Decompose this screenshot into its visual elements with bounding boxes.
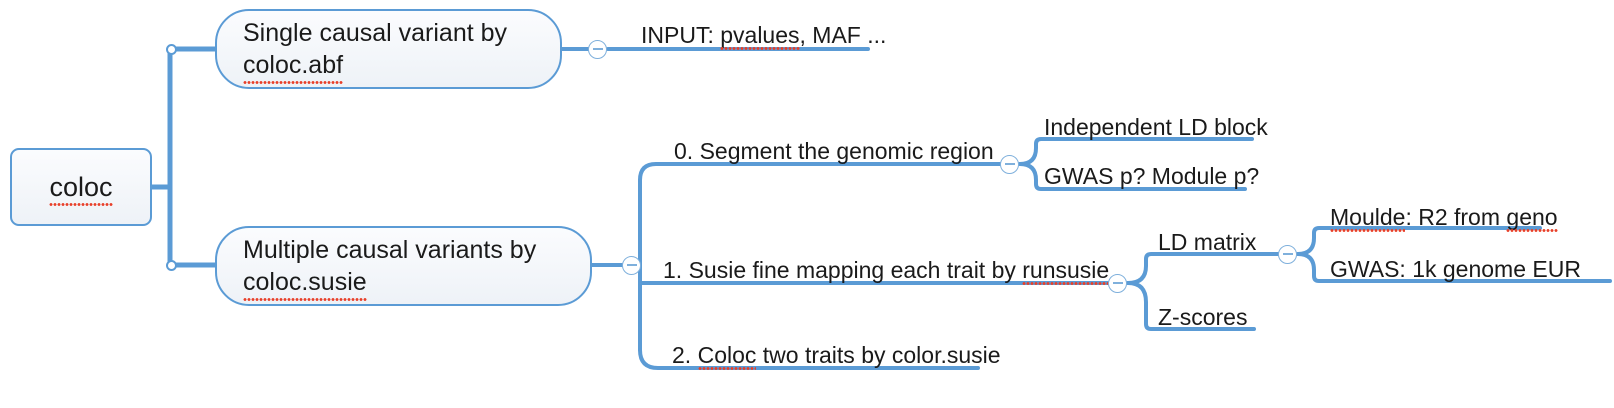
leaf-ld-matrix[interactable]: LD matrix xyxy=(1158,229,1257,255)
leaf-coloc-two-traits-prefix: 2. xyxy=(672,342,698,368)
collapse-toggle-susie-fine-mapping[interactable] xyxy=(1108,273,1127,293)
leaf-z-scores[interactable]: Z-scores xyxy=(1158,304,1248,330)
node-multiple-causal-variants[interactable]: Multiple causal variants by coloc.susie xyxy=(215,226,592,306)
branch-dot-coloc-abf xyxy=(166,43,177,55)
collapse-toggle-ld-matrix[interactable] xyxy=(1278,244,1297,264)
collapse-toggle-coloc-abf[interactable] xyxy=(588,39,607,59)
leaf-coloc-term: Coloc xyxy=(697,342,757,370)
leaf-susie-fine-mapping-term: runsusie xyxy=(1022,257,1110,285)
leaf-moulde-term: Moulde xyxy=(1330,204,1406,232)
leaf-moulde-r2-from-geno[interactable]: Moulde: R2 from geno xyxy=(1330,204,1558,232)
leaf-susie-fine-mapping[interactable]: 1. Susie fine mapping each trait by runs… xyxy=(663,257,1110,285)
leaf-gwas-1k-genome-eur[interactable]: GWAS: 1k genome EUR xyxy=(1330,256,1581,282)
leaf-input-pvalues[interactable]: INPUT: pvalues, MAF ... xyxy=(641,22,887,50)
leaf-coloc-two-traits[interactable]: 2. Coloc two traits by color.susie xyxy=(672,342,1001,370)
node-single-causal-variant-line2: coloc.abf xyxy=(243,51,344,84)
collapse-toggle-coloc-susie[interactable] xyxy=(622,255,641,275)
leaf-geno-term: geno xyxy=(1506,204,1558,232)
node-multiple-causal-variants-line2: coloc.susie xyxy=(243,268,367,301)
root-node-coloc[interactable]: coloc xyxy=(10,148,152,226)
leaf-gwas-p-module-p[interactable]: GWAS p? Module p? xyxy=(1044,163,1260,189)
leaf-independent-ld-block[interactable]: Independent LD block xyxy=(1044,114,1268,140)
leaf-input-pvalues-prefix: INPUT: xyxy=(641,22,721,48)
collapse-toggle-segment-region[interactable] xyxy=(1000,154,1019,174)
leaf-segment-genomic-region[interactable]: 0. Segment the genomic region xyxy=(674,138,994,164)
leaf-input-pvalues-suffix: , MAF ... xyxy=(799,22,887,48)
leaf-moulde-mid: : R2 from xyxy=(1405,204,1507,230)
node-single-causal-variant[interactable]: Single causal variant by coloc.abf xyxy=(215,9,562,89)
root-node-label: coloc xyxy=(49,171,113,206)
branch-dot-coloc-susie xyxy=(166,259,177,271)
leaf-coloc-two-traits-suffix: two traits by color.susie xyxy=(756,342,1001,368)
node-multiple-causal-variants-line1: Multiple causal variants by xyxy=(243,236,537,264)
leaf-susie-fine-mapping-prefix: 1. Susie fine mapping each trait by xyxy=(663,257,1023,283)
node-single-causal-variant-line1: Single causal variant by xyxy=(243,19,508,47)
leaf-input-pvalues-term: pvalues xyxy=(720,22,800,50)
